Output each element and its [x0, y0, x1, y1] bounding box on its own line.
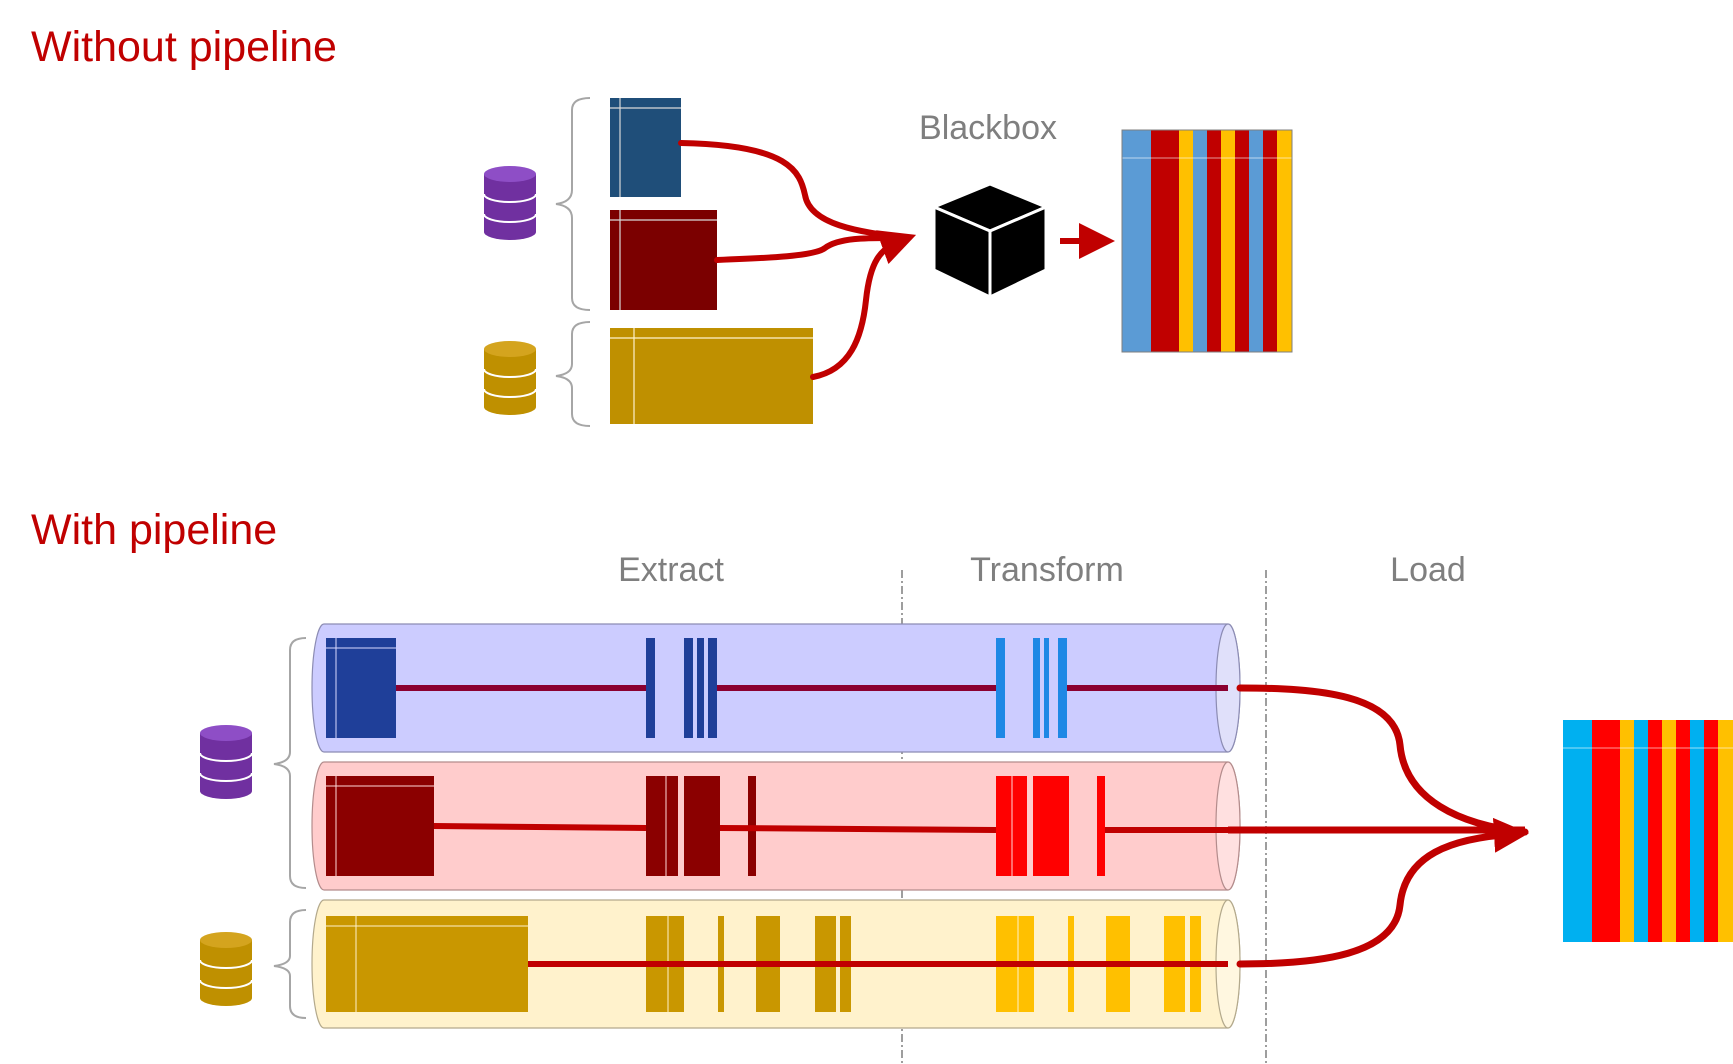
pipe-blue: [311, 623, 1241, 753]
pipe-red: [311, 761, 1241, 891]
brace-purple-pipeline: [273, 637, 307, 889]
blackbox-label: Blackbox: [919, 109, 1057, 147]
black-cube-icon: [932, 182, 1048, 299]
database-icon-gold: [483, 341, 537, 415]
stage-label-transform: Transform: [970, 551, 1124, 589]
heading-without-pipeline: Without pipeline: [31, 23, 337, 71]
gold-data-block: [610, 328, 813, 424]
database-icon-purple: [483, 166, 537, 240]
arrow-pipe-gold-to-output: [1236, 817, 1529, 968]
brace-gold: [555, 321, 591, 427]
brace-gold-pipeline: [273, 909, 307, 1019]
heading-with-pipeline: With pipeline: [31, 506, 278, 554]
arrow-red-to-blackbox: [714, 234, 905, 263]
stage-label-load: Load: [1390, 551, 1466, 589]
blue-data-block: [610, 98, 681, 197]
brace-purple: [555, 97, 591, 311]
output-table-top: [1121, 129, 1293, 353]
stage-label-extract: Extract: [618, 551, 724, 589]
output-table-bottom: [1563, 720, 1733, 942]
pipe-gold: [311, 899, 1241, 1029]
database-icon-purple-pipeline: [199, 725, 253, 799]
arrow-pipe-blue-to-output: [1236, 684, 1529, 836]
database-icon-gold-pipeline: [199, 932, 253, 1006]
arrow-gold-to-blackbox: [810, 230, 917, 380]
arrow-blue-to-blackbox: [678, 140, 905, 240]
red-data-block: [610, 210, 717, 310]
